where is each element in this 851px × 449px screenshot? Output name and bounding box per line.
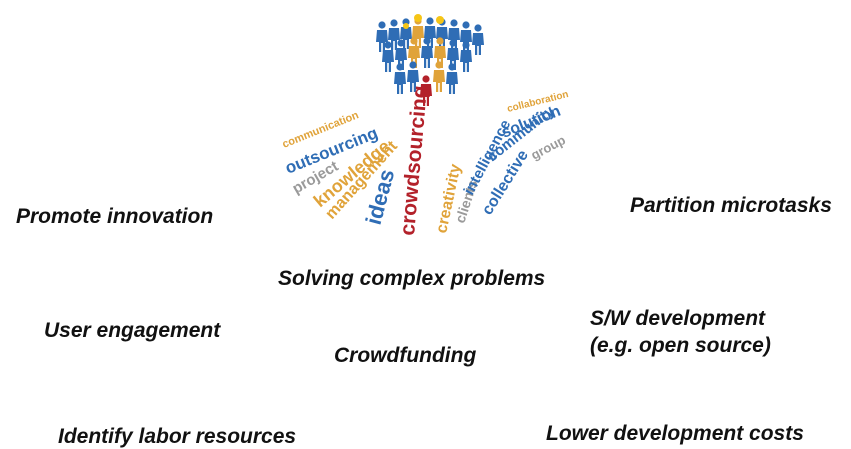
label-sw-development: S/W development (e.g. open source) bbox=[590, 305, 771, 360]
label-sw-development-line1: S/W development bbox=[590, 307, 766, 330]
label-sw-development-line2: (e.g. open source) bbox=[590, 334, 771, 358]
label-partition-microtasks: Partition microtasks bbox=[630, 194, 832, 217]
label-identify-labor-resources: Identify labor resources bbox=[58, 425, 297, 448]
crowdsourcing-illustration: communication outsourcing project knowle… bbox=[268, 8, 583, 248]
label-promote-innovation: Promote innovation bbox=[16, 205, 214, 228]
label-solving-complex-problems: Solving complex problems bbox=[278, 267, 546, 290]
word-crowdsourcing: crowdsourcing bbox=[396, 84, 432, 236]
word-group: group bbox=[528, 132, 568, 163]
crowd-of-people-icon bbox=[376, 14, 484, 106]
label-lower-development-costs: Lower development costs bbox=[546, 422, 804, 445]
label-user-engagement: User engagement bbox=[44, 319, 221, 342]
word-cloud: communication outsourcing project knowle… bbox=[281, 84, 570, 236]
label-crowdfunding: Crowdfunding bbox=[334, 344, 477, 367]
